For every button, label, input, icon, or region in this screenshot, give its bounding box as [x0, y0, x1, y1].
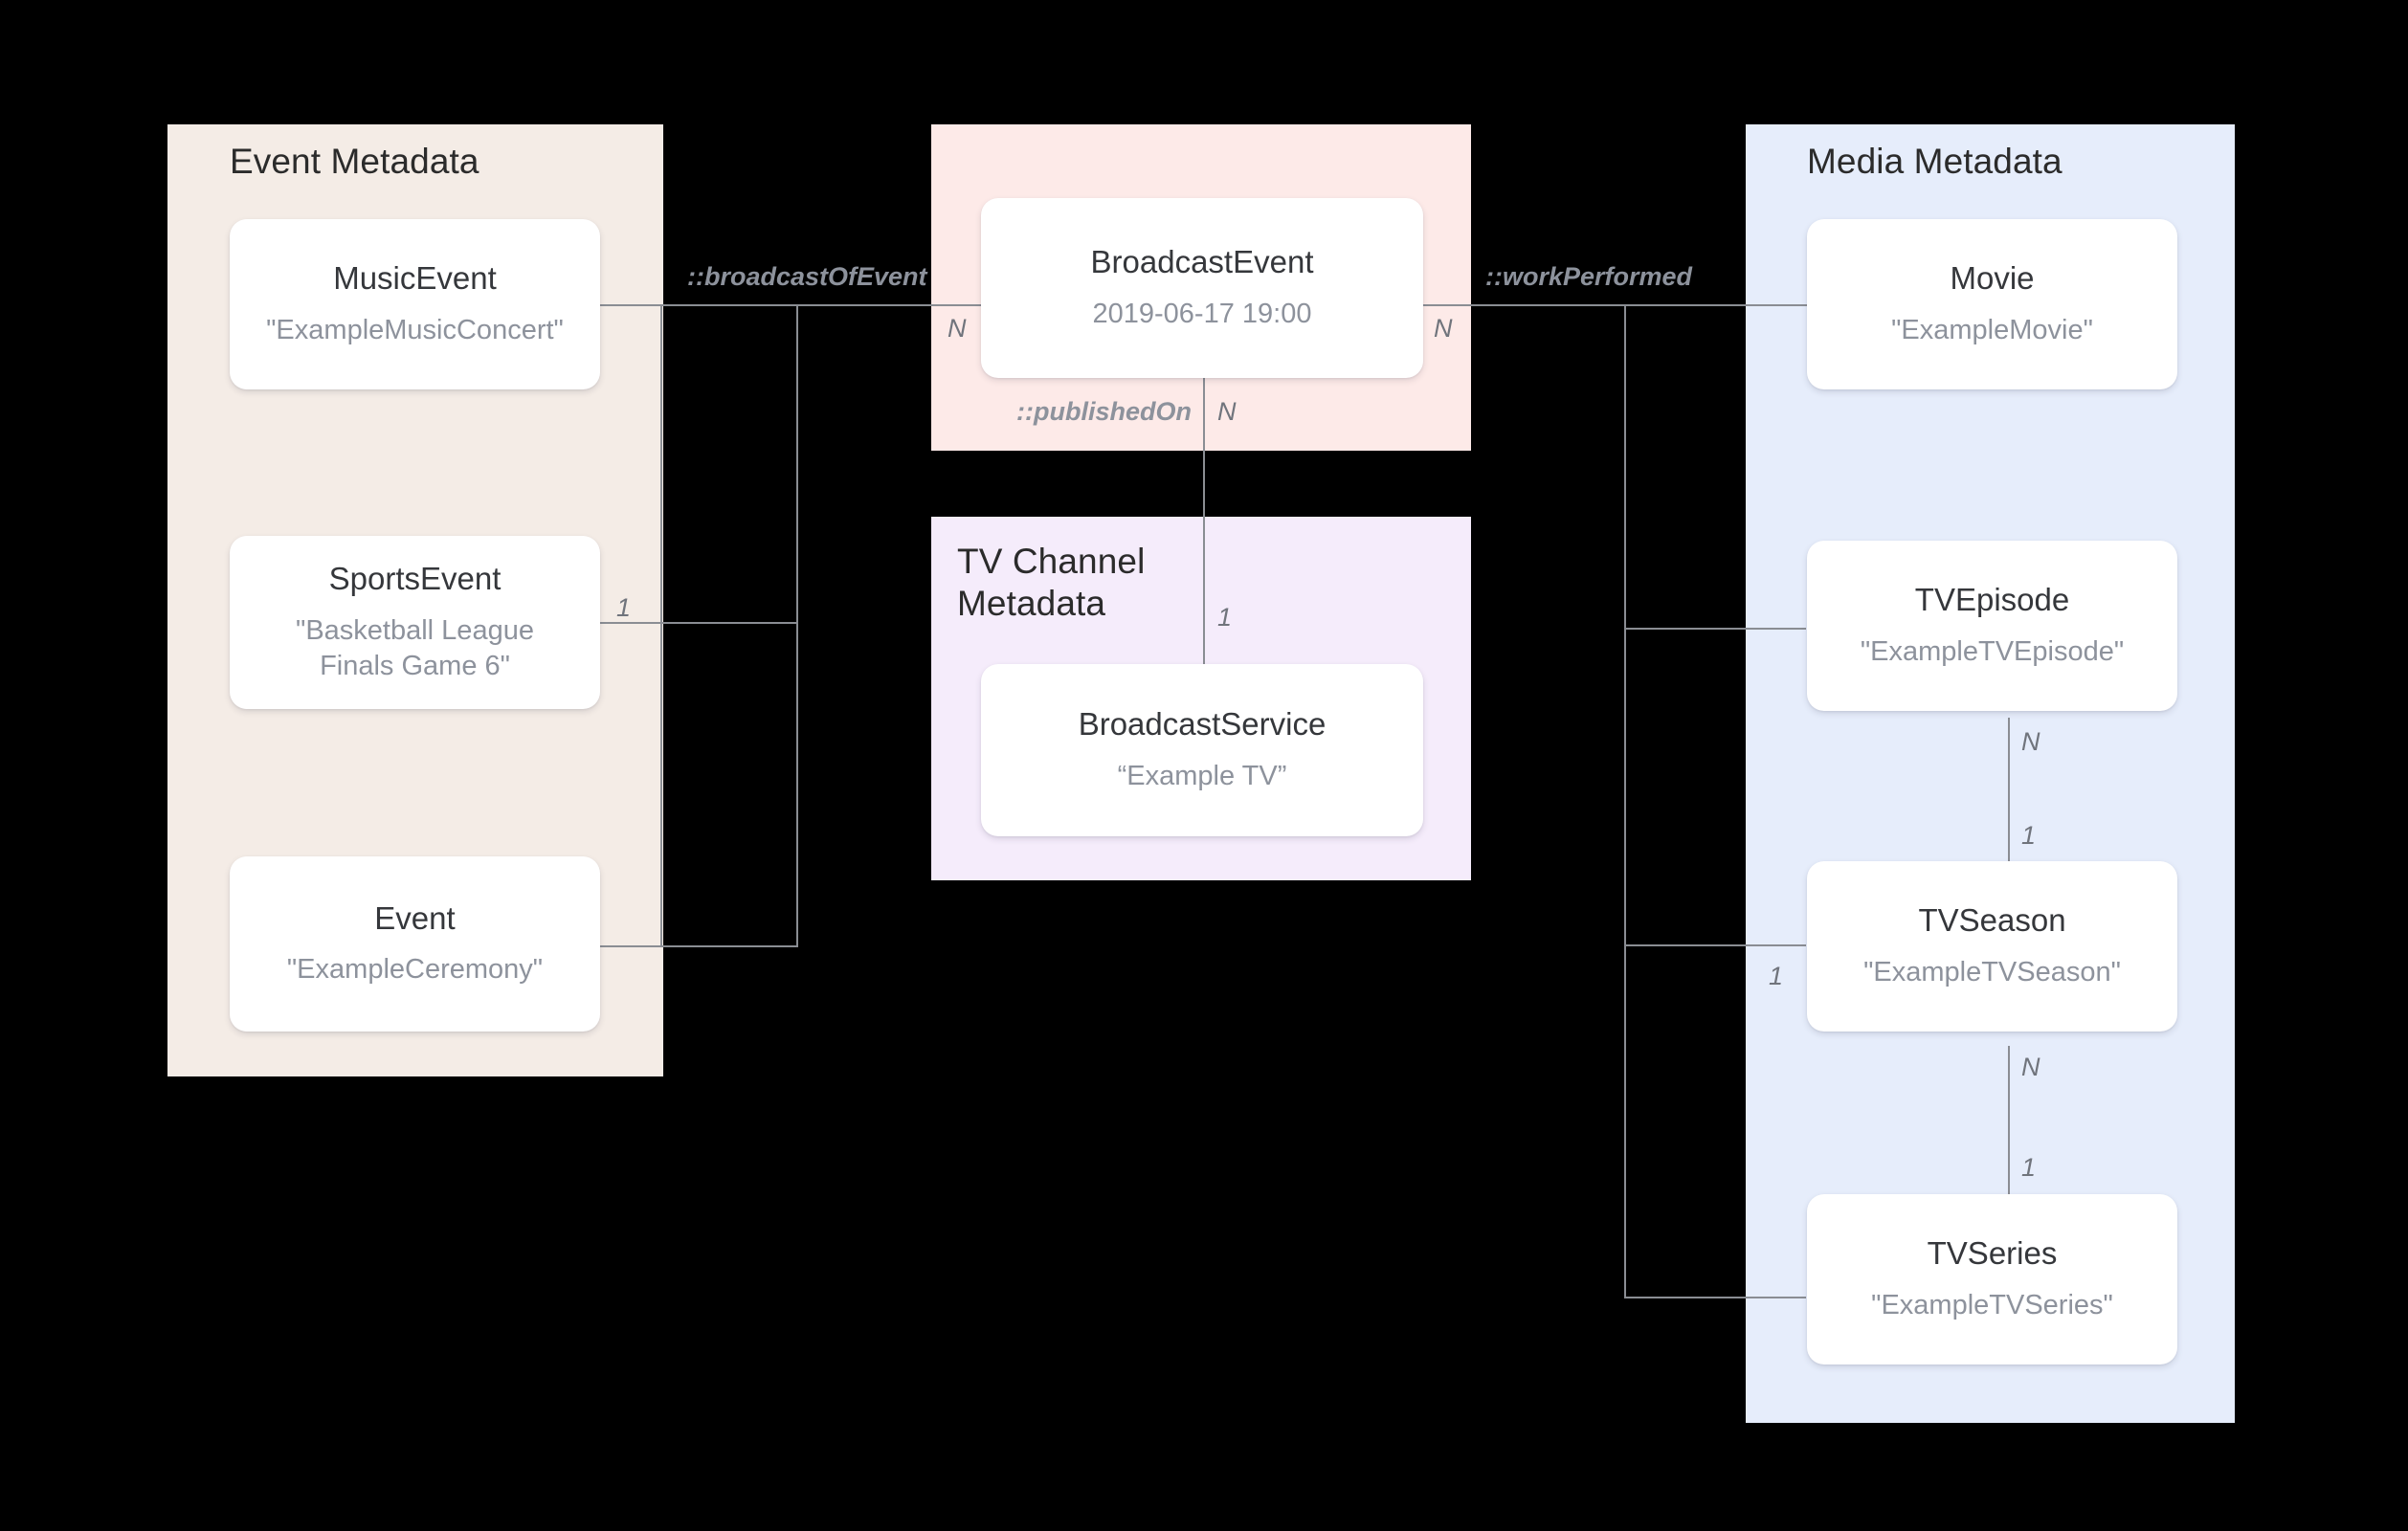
- edge-published-on-vertical: [1203, 378, 1205, 665]
- node-music-event[interactable]: MusicEvent "ExampleMusicConcert": [230, 219, 600, 389]
- edge-tv-series-stub: [1624, 1297, 1806, 1298]
- node-movie-value: "ExampleMovie": [1891, 314, 2093, 345]
- node-broadcast-event-type: BroadcastEvent: [1090, 244, 1314, 280]
- edge-tv-episode-stub: [1624, 628, 1806, 630]
- cardinality-episode-n: N: [2021, 727, 2040, 756]
- node-broadcast-service[interactable]: BroadcastService “Example TV”: [981, 664, 1423, 836]
- cardinality-broadcast-event-left-n: N: [948, 314, 967, 343]
- cardinality-sports-event-one: 1: [616, 593, 632, 622]
- edge-broadcast-of-event-run: [796, 304, 981, 306]
- cardinality-season-one-top: 1: [2021, 821, 2037, 850]
- node-movie[interactable]: Movie "ExampleMovie": [1807, 219, 2177, 389]
- node-tv-series[interactable]: TVSeries "ExampleTVSeries": [1807, 1194, 2177, 1365]
- edge-tv-season-stub: [1624, 944, 1806, 946]
- node-tv-season-type: TVSeason: [1918, 902, 2066, 939]
- node-sports-event-type: SportsEvent: [328, 561, 502, 597]
- cardinality-broadcast-service-one: 1: [1217, 603, 1233, 632]
- edge-episode-season-vertical: [2008, 718, 2010, 861]
- cardinality-series-one: 1: [2021, 1153, 2037, 1182]
- edge-label-work-performed: ::workPerformed: [1485, 262, 1693, 291]
- node-tv-episode-value: "ExampleTVEpisode": [1860, 635, 2125, 667]
- node-tv-season-value: "ExampleTVSeason": [1863, 956, 2121, 987]
- panel-event-metadata-title: Event Metadata: [230, 142, 479, 181]
- node-sports-event[interactable]: SportsEvent "Basketball League Finals Ga…: [230, 536, 600, 709]
- cardinality-broadcast-event-right-n: N: [1434, 314, 1453, 343]
- node-tv-series-value: "ExampleTVSeries": [1871, 1289, 2113, 1320]
- node-broadcast-service-value: “Example TV”: [1117, 760, 1287, 791]
- edge-label-broadcast-of-event: ::broadcastOfEvent: [687, 262, 927, 291]
- node-music-event-type: MusicEvent: [333, 260, 497, 297]
- node-event[interactable]: Event "ExampleCeremony": [230, 856, 600, 1032]
- node-broadcast-service-type: BroadcastService: [1078, 706, 1327, 743]
- edge-movie-stub: [1625, 304, 1807, 306]
- panel-tv-channel-metadata-title: TV Channel Metadata: [957, 542, 1146, 623]
- cardinality-season-n: N: [2021, 1053, 2040, 1081]
- node-event-value: "ExampleCeremony": [286, 954, 544, 986]
- edge-event-bus-vertical: [796, 304, 798, 947]
- node-tv-series-type: TVSeries: [1927, 1235, 2058, 1272]
- edge-event-inner-vertical: [660, 304, 662, 947]
- node-sports-event-value: "Basketball League Finals Game 6": [296, 614, 534, 682]
- cardinality-published-on-n: N: [1217, 397, 1237, 426]
- node-music-event-value: "ExampleMusicConcert": [266, 314, 564, 345]
- panel-media-metadata-title: Media Metadata: [1807, 142, 2062, 181]
- edge-season-series-vertical: [2008, 1046, 2010, 1194]
- node-broadcast-event[interactable]: BroadcastEvent 2019-06-17 19:00: [981, 198, 1423, 378]
- edge-event-stub: [600, 945, 797, 947]
- edge-media-bus-vertical: [1624, 304, 1626, 1297]
- node-movie-type: Movie: [1950, 260, 2035, 297]
- node-tv-season[interactable]: TVSeason "ExampleTVSeason": [1807, 861, 2177, 1032]
- node-tv-episode[interactable]: TVEpisode "ExampleTVEpisode": [1807, 541, 2177, 711]
- node-event-type: Event: [374, 899, 456, 936]
- edge-label-published-on: ::publishedOn: [1016, 397, 1192, 426]
- node-broadcast-event-value: 2019-06-17 19:00: [1092, 298, 1312, 329]
- edge-work-performed-run: [1422, 304, 1625, 306]
- node-tv-episode-type: TVEpisode: [1914, 582, 2070, 618]
- edge-sports-event-stub: [600, 622, 797, 624]
- edge-music-event-stub: [600, 304, 797, 306]
- cardinality-tv-season-left-one: 1: [1769, 962, 1784, 990]
